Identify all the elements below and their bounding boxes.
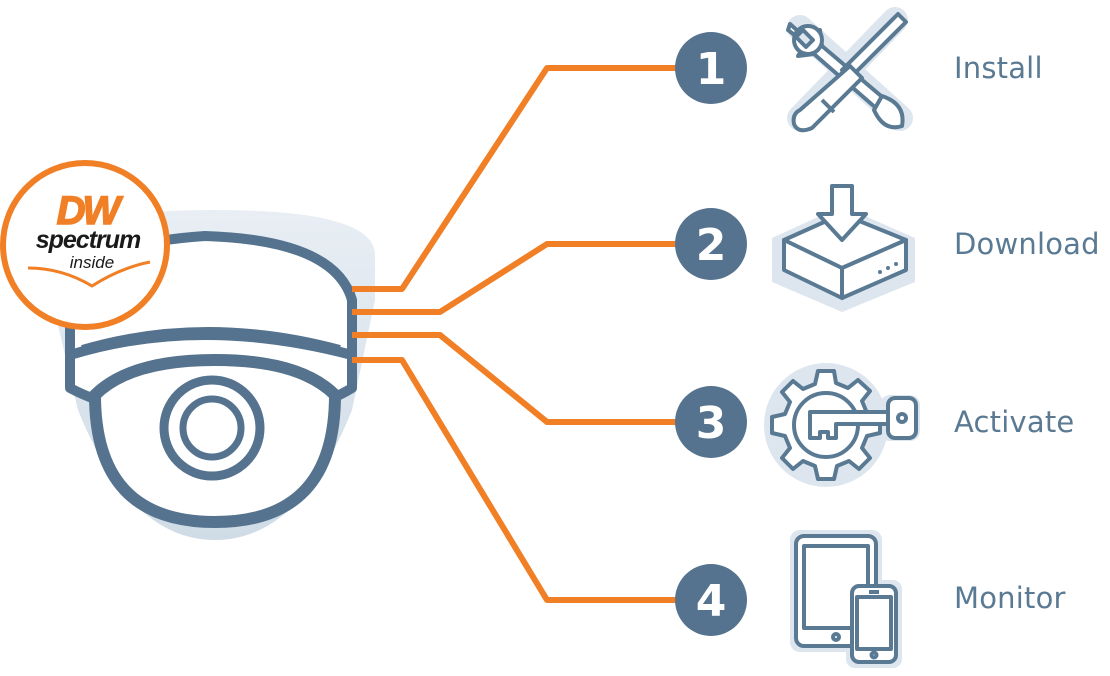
step-number-3: 3: [696, 398, 727, 449]
connector-2: [352, 241, 682, 315]
step-label-activate: Activate: [954, 405, 1075, 439]
logo-brand-suffix: inside: [70, 253, 114, 272]
wrench-screwdriver-icon: [786, 7, 913, 133]
logo-swoosh: [27, 260, 151, 288]
step-number-2: 2: [696, 220, 727, 271]
step-label-monitor: Monitor: [954, 581, 1066, 615]
connector-4: [352, 357, 682, 603]
gear-key-icon: [764, 363, 920, 487]
connector-lines: [352, 65, 682, 603]
step-badge-4: 4: [675, 564, 747, 636]
download-box-icon: [772, 184, 915, 312]
step-number-1: 1: [696, 44, 727, 95]
step-label-install: Install: [954, 51, 1043, 85]
step-number-4: 4: [696, 576, 727, 627]
step-badge-1: 1: [675, 32, 747, 104]
connector-3: [352, 332, 682, 425]
connector-1: [352, 65, 682, 292]
logo-brand-word: spectrum: [36, 226, 141, 254]
step-badge-3: 3: [675, 386, 747, 458]
logo-brand-letters: DW: [57, 189, 124, 233]
dw-spectrum-logo: DW spectrum inside: [0, 160, 170, 330]
step-label-download: Download: [954, 227, 1100, 261]
tablet-phone-icon: [790, 530, 902, 668]
step-badge-2: 2: [675, 208, 747, 280]
